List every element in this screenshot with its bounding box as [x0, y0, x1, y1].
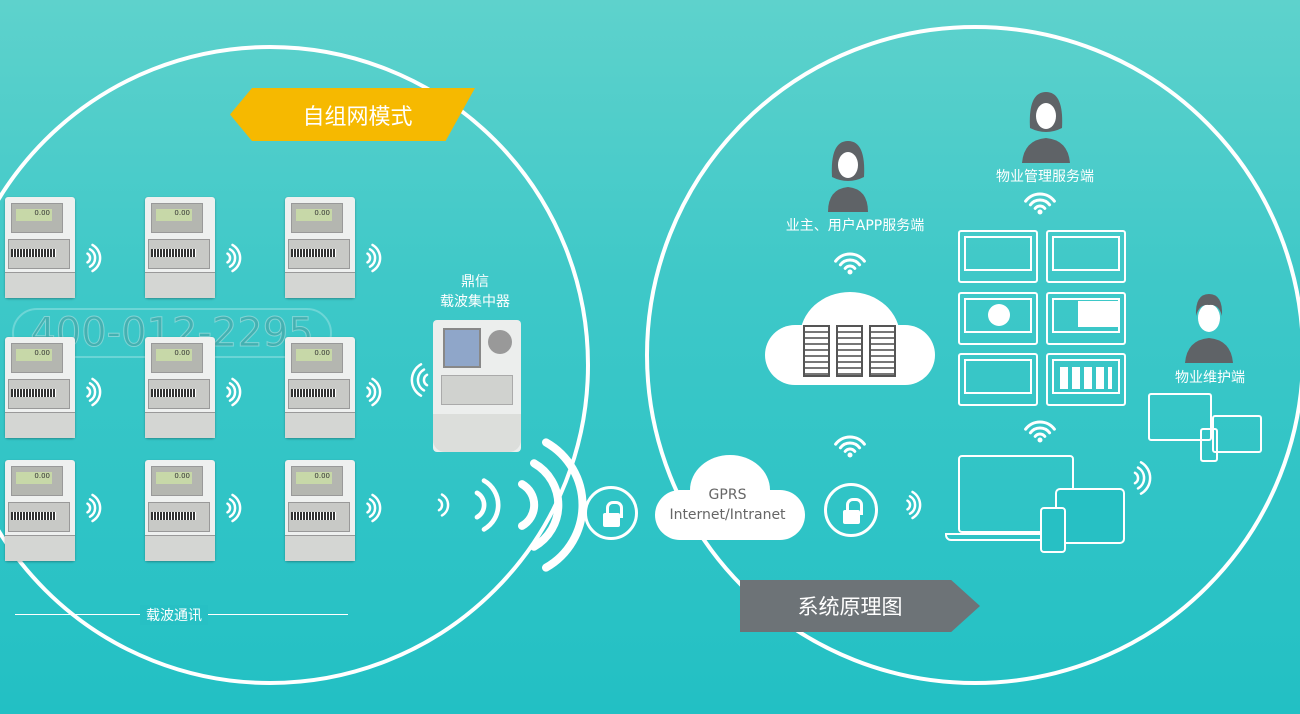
meter-reading: 0.00	[156, 349, 192, 361]
concentrator-label: 鼎信 载波集中器	[425, 272, 525, 312]
electric-meter: 0.00	[285, 197, 355, 298]
meter-reading: 0.00	[16, 472, 52, 484]
signal-icon	[366, 377, 382, 407]
monitor-pie-chart-icon	[958, 292, 1038, 345]
wifi-icon	[1024, 420, 1056, 443]
monitor-grid-icon	[1046, 230, 1126, 283]
signal-icon	[86, 377, 102, 407]
concentrator-device	[433, 320, 521, 452]
internet-text: Internet/Intranet	[669, 507, 786, 523]
electric-meter: 0.00	[145, 337, 215, 438]
meter-reading: 0.00	[156, 472, 192, 484]
small-phone-icon	[1200, 428, 1218, 462]
small-tablet-icon	[1212, 415, 1262, 453]
maintenance-label: 物业维护端	[1175, 370, 1245, 386]
diagram-banner-text: 系统原理图	[797, 595, 903, 619]
meter-reading: 0.00	[16, 349, 52, 361]
server-icon	[803, 325, 830, 377]
concentrator-brand: 鼎信	[461, 274, 489, 290]
concentrator-name: 载波集中器	[440, 294, 510, 310]
female-manager-icon	[1022, 92, 1070, 163]
electric-meter: 0.00	[285, 337, 355, 438]
electric-meter: 0.00	[145, 197, 215, 298]
signal-icon	[518, 438, 587, 572]
left-circle	[0, 45, 590, 685]
monitor-list-icon	[958, 230, 1038, 283]
electric-meter: 0.00	[5, 460, 75, 561]
electric-meter: 0.00	[145, 460, 215, 561]
monitor-line-chart-icon	[958, 353, 1038, 406]
electric-meter: 0.00	[5, 197, 75, 298]
signal-icon	[474, 478, 501, 532]
signal-icon	[906, 490, 922, 520]
electric-meter: 0.00	[5, 337, 75, 438]
male-maintainer-icon	[1185, 294, 1233, 363]
monitor-bar-chart-icon	[1046, 353, 1126, 406]
meter-reading: 0.00	[296, 349, 332, 361]
owner-app-label: 业主、用户APP服务端	[785, 218, 925, 234]
gprs-text: GPRS	[708, 487, 747, 503]
signal-icon	[226, 493, 242, 523]
meter-reading: 0.00	[16, 209, 52, 221]
lock-icon	[824, 483, 878, 537]
carrier-comm-label: 载波通讯	[140, 605, 208, 625]
mode-banner-text: 自组网模式	[302, 104, 413, 130]
lock-icon	[584, 486, 638, 540]
wifi-icon	[834, 435, 866, 458]
gprs-label: GPRS Internet/Intranet	[655, 485, 800, 525]
signal-icon	[437, 493, 450, 517]
electric-meter: 0.00	[285, 460, 355, 561]
signal-icon	[86, 243, 102, 273]
monitor-document-icon	[1046, 292, 1126, 345]
signal-icon	[226, 243, 242, 273]
signal-icon	[86, 493, 102, 523]
signal-icon	[410, 363, 429, 397]
wifi-icon	[1024, 192, 1056, 215]
meter-reading: 0.00	[296, 209, 332, 221]
server-icon	[836, 325, 863, 377]
signal-icon	[366, 493, 382, 523]
meter-reading: 0.00	[296, 472, 332, 484]
phone-icon	[1040, 507, 1066, 553]
signal-icon	[1133, 461, 1152, 495]
diagram-banner: 系统原理图	[740, 580, 980, 632]
signal-icon	[366, 243, 382, 273]
wifi-icon	[834, 252, 866, 275]
server-icon	[869, 325, 896, 377]
small-laptop-icon	[1148, 393, 1212, 441]
signal-icon	[226, 377, 242, 407]
female-user-icon	[828, 141, 868, 212]
mode-banner: 自组网模式	[230, 88, 475, 141]
tablet-icon	[1055, 488, 1125, 544]
right-circle	[645, 25, 1300, 685]
meter-reading: 0.00	[156, 209, 192, 221]
property-mgmt-label: 物业管理服务端	[996, 169, 1094, 185]
